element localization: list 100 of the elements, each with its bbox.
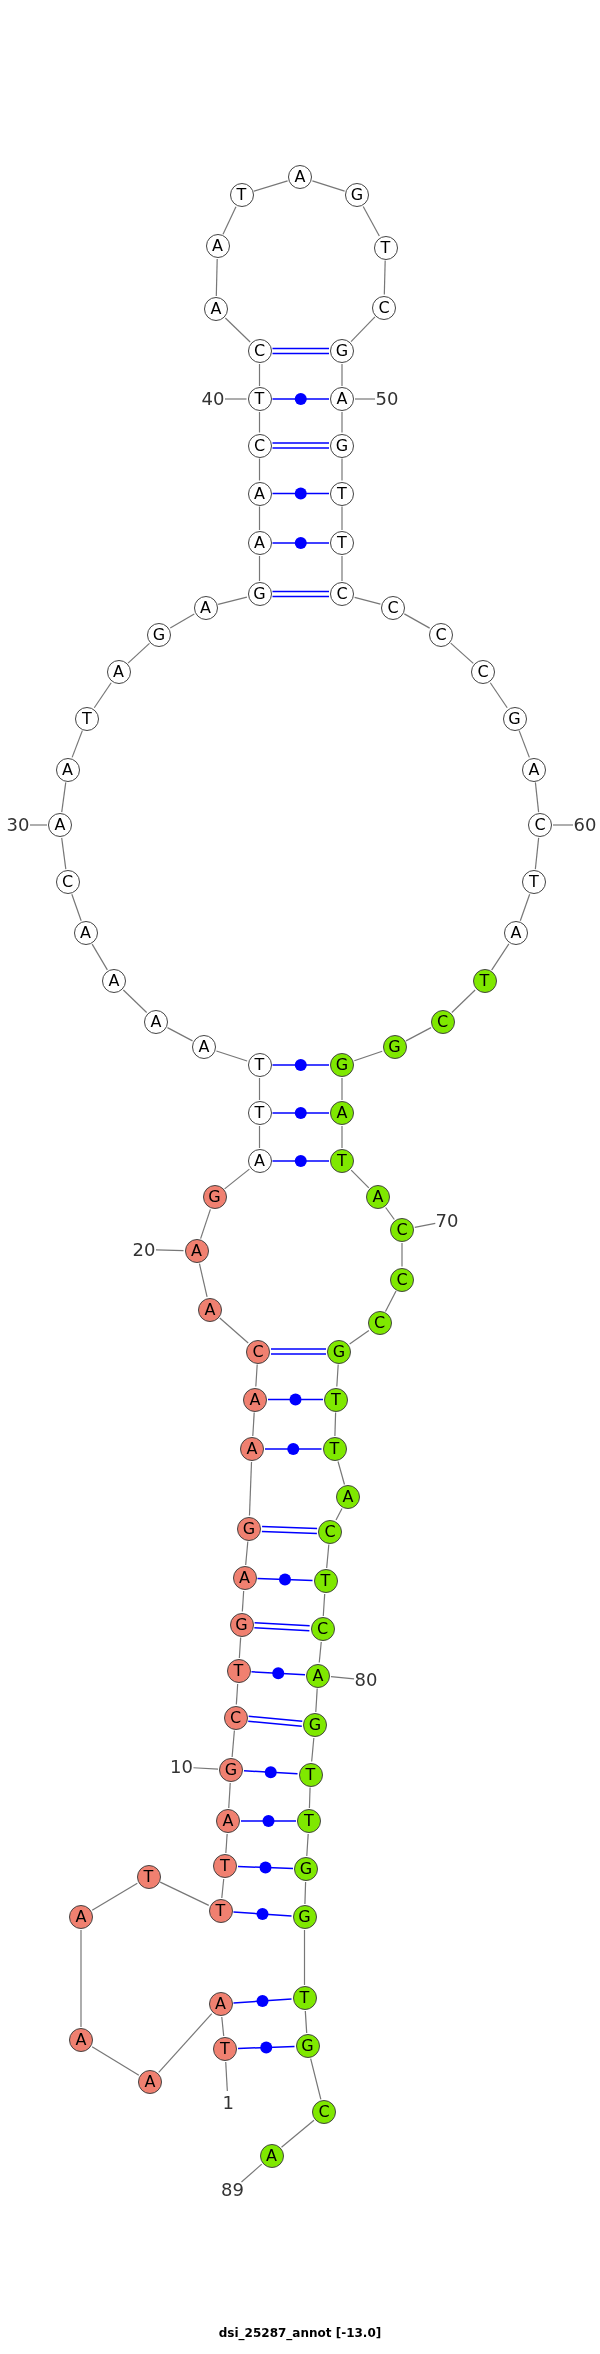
nucleotide-circle: A — [504, 921, 528, 945]
base-pair-line — [271, 1064, 330, 1066]
nucleotide-circle: G — [330, 433, 354, 458]
nucleotide-circle: C — [318, 1519, 342, 1544]
backbone-line — [311, 180, 346, 192]
nucleotide-circle: C — [372, 295, 396, 320]
leader-line — [330, 1676, 355, 1680]
backbone-line — [235, 1683, 239, 1706]
nucleotide-circle: T — [229, 183, 254, 207]
nucleotide-circle: A — [247, 481, 272, 506]
nucleotide-circle: A — [48, 813, 72, 837]
nucleotide-circle: A — [106, 660, 131, 684]
nucleotide-circle: T — [247, 1101, 272, 1125]
backbone-line — [221, 1878, 225, 1899]
nucleotide-circle: G — [292, 1905, 317, 1929]
nucleotide-circle: A — [55, 757, 80, 782]
base-pair-line — [237, 2045, 296, 2050]
backbone-line — [258, 505, 261, 531]
backbone-line — [341, 411, 343, 434]
nucleotide-circle: A — [232, 1566, 257, 1590]
nucleotide-circle: A — [306, 1663, 330, 1688]
position-number: 1 — [222, 2094, 234, 2112]
backbone-line — [158, 2013, 213, 2073]
backbone-line — [91, 943, 108, 971]
nucleotide-circle: C — [312, 2100, 336, 2124]
nucleotide-circle: T — [472, 969, 497, 993]
base-pair-line — [250, 1671, 306, 1676]
position-number: 40 — [201, 390, 225, 408]
nucleotide-circle: G — [382, 1035, 407, 1059]
base-pair-double-line — [253, 1621, 311, 1632]
leader-line — [552, 824, 574, 826]
leader-line — [29, 824, 48, 826]
nucleotide-circle: G — [303, 1713, 327, 1737]
base-pair-double-line — [271, 590, 330, 598]
leader-line — [225, 2061, 228, 2092]
backbone-line — [159, 1881, 210, 1906]
backbone-line — [225, 1833, 228, 1854]
nucleotide-circle: T — [298, 1762, 323, 1787]
nucleotide-circle: A — [184, 1239, 209, 1263]
base-pair-line — [271, 542, 330, 544]
nucleotide-circle: A — [336, 1485, 360, 1509]
backbone-line — [350, 316, 376, 343]
leader-line — [155, 1249, 185, 1252]
nucleotide-circle: A — [247, 531, 272, 555]
backbone-line — [80, 1929, 82, 2028]
nucleotide-circle: C — [310, 1617, 335, 1641]
position-number: 20 — [132, 1240, 156, 1259]
nucleotide-circle: T — [226, 1659, 251, 1683]
backbone-line — [350, 1169, 370, 1189]
backbone-line — [252, 1411, 255, 1437]
backbone-line — [215, 1050, 248, 1062]
nucleotide-circle: A — [216, 1809, 240, 1833]
backbone-line — [219, 1317, 249, 1344]
leader-line — [414, 1222, 436, 1229]
backbone-line — [489, 682, 508, 709]
backbone-line — [336, 1363, 339, 1388]
backbone-line — [383, 259, 386, 296]
backbone-line — [401, 1242, 403, 1268]
nucleotide-circle: G — [247, 582, 272, 606]
backbone-line — [253, 180, 289, 192]
backbone-line — [71, 893, 82, 922]
backbone-line — [280, 2119, 315, 2148]
backbone-line — [258, 1125, 261, 1149]
nucleotide-circle: A — [205, 234, 230, 258]
nucleotide-circle: A — [192, 1035, 216, 1059]
backbone-line — [258, 1077, 261, 1101]
nucleotide-circle: A — [144, 1009, 168, 1034]
nucleotide-circle: A — [522, 757, 546, 782]
nucleotide-circle: C — [247, 339, 272, 363]
nucleotide-circle: G — [219, 1758, 243, 1782]
backbone-line — [334, 1411, 337, 1437]
nucleotide-circle: C — [223, 1705, 248, 1730]
base-pair-line — [256, 1577, 314, 1582]
nucleotide-circle: A — [198, 1297, 222, 1322]
backbone-line — [341, 1125, 343, 1149]
backbone-line — [335, 1507, 343, 1521]
base-pair-line — [267, 1398, 324, 1401]
backbone-line — [224, 317, 251, 343]
backbone-line — [519, 893, 531, 922]
backbone-line — [349, 1329, 370, 1345]
backbone-line — [326, 1543, 330, 1569]
nucleotide-circle: A — [288, 165, 312, 189]
backbone-line — [228, 1782, 231, 1809]
backbone-line — [341, 1077, 343, 1101]
nucleotide-circle: T — [208, 1899, 233, 1923]
nucleotide-circle: A — [330, 1101, 354, 1125]
nucleotide-circle: T — [330, 531, 354, 555]
nucleotide-circle: C — [330, 582, 354, 606]
backbone-line — [337, 1460, 346, 1486]
nucleotide-circle: G — [202, 1185, 227, 1209]
base-pair-line — [271, 1160, 330, 1162]
leader-line — [224, 398, 248, 400]
nucleotide-circle: A — [366, 1185, 390, 1209]
leader-line — [354, 398, 376, 400]
backbone-line — [450, 642, 474, 664]
backbone-line — [303, 1929, 306, 1986]
nucleotide-circle: T — [373, 235, 398, 260]
backbone-line — [238, 1636, 242, 1659]
nucleotide-circle: T — [522, 870, 546, 894]
base-pair-line — [240, 1820, 297, 1822]
